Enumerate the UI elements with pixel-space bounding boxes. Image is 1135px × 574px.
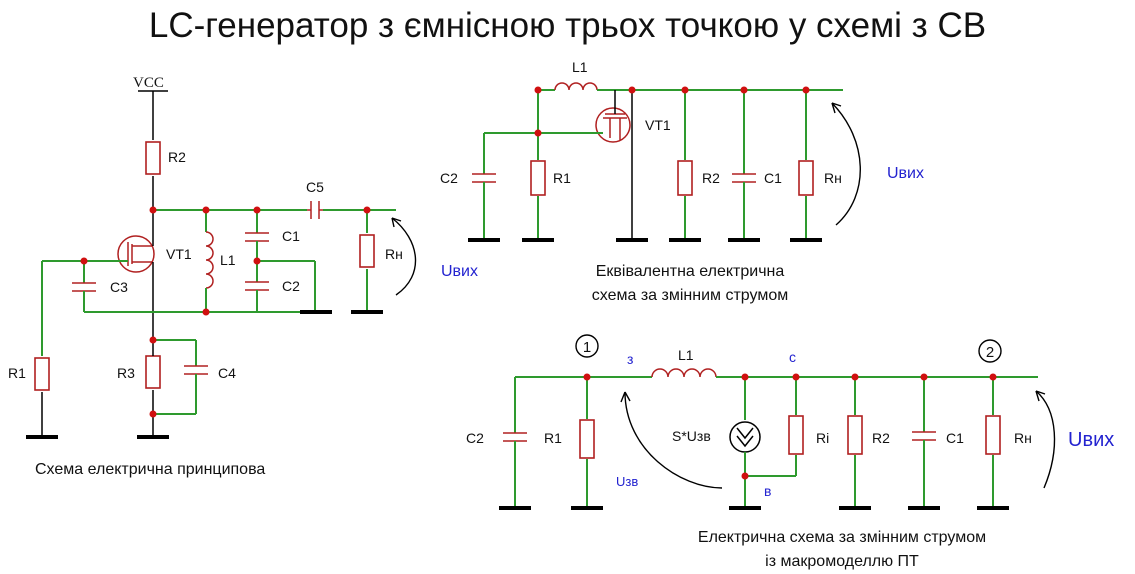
resistor-ri [788,415,804,455]
c2-label-macro: C2 [466,430,484,446]
node-1-marker [575,334,599,358]
r2-label-macro: R2 [872,430,890,446]
macromodel-circuit: L1 з с 1 2 C2 R1 Uзв S*Uзв в Ri [466,334,1114,570]
equivalent-circuit: L1 VT1 C2 R1 R2 C1 [440,59,924,304]
caption-macro-1: Електрична схема за змінним струмом [698,529,986,546]
resistor-r2-eq [677,160,693,196]
l1-label-eq: L1 [572,59,588,75]
rn-label-eq: Rн [824,170,842,186]
r1-label-eq: R1 [553,170,571,186]
drain-label: в [764,483,771,499]
resistor-r1-macro [579,419,595,459]
l1-label: L1 [220,252,236,268]
resistor-r1-eq [530,160,546,196]
vcc-label: VCC [133,75,164,91]
c1-label: C1 [282,228,300,244]
r1-label-macro: R1 [544,430,562,446]
c1-label-eq: C1 [764,170,782,186]
c4-label: C4 [218,365,236,381]
l1-label-macro: L1 [678,347,694,363]
gate-label: з [627,351,633,367]
rn-label-macro: Rн [1014,430,1032,446]
c2-label-eq: C2 [440,170,458,186]
principal-schematic: VCC R2 C5 VT1 R1 [8,75,478,478]
resistor-rn [359,234,375,268]
inductor-l1-eq [554,82,598,91]
vt1-label-eq: VT1 [645,117,671,133]
uzv-label: Uзв [616,474,638,489]
inductor-l1-macro [651,368,717,378]
inductor-l1 [205,231,214,289]
r1-label: R1 [8,365,26,381]
uout-label-schematic: Uвих [441,263,478,280]
uout-label-eq: Uвих [887,165,924,182]
r3-label: R3 [117,365,135,381]
c5-label: C5 [306,179,324,195]
ri-label: Ri [816,430,829,446]
vt1-label: VT1 [166,246,192,262]
caption-principal: Схема електрична принципова [35,461,265,478]
resistor-rn-eq [798,160,814,196]
r2-label: R2 [168,149,186,165]
source-gen-label: S*Uзв [672,428,711,444]
r2-label-eq: R2 [702,170,720,186]
uout-label-macro: Uвих [1068,429,1114,451]
caption-macro-2: із макромоделлю ПТ [765,553,919,570]
caption-equivalent-1: Еквівалентна електрична [596,263,785,280]
c1-label-macro: C1 [946,430,964,446]
resistor-r2-macro [847,415,863,455]
rn-label: Rн [385,246,403,262]
node-1-label: 1 [583,339,591,356]
source-label: с [789,349,796,365]
c2-label: C2 [282,278,300,294]
node-2-label: 2 [986,344,994,361]
resistor-r3 [145,355,161,389]
node-2-marker [978,339,1002,363]
resistor-r2 [145,141,161,175]
resistor-r1 [34,357,50,391]
resistor-rn-macro [985,415,1001,455]
caption-equivalent-2: схема за змінним струмом [592,287,788,304]
c3-label: C3 [110,279,128,295]
page-title: LC-генератор з ємнісною трьох точкою у с… [148,6,987,45]
